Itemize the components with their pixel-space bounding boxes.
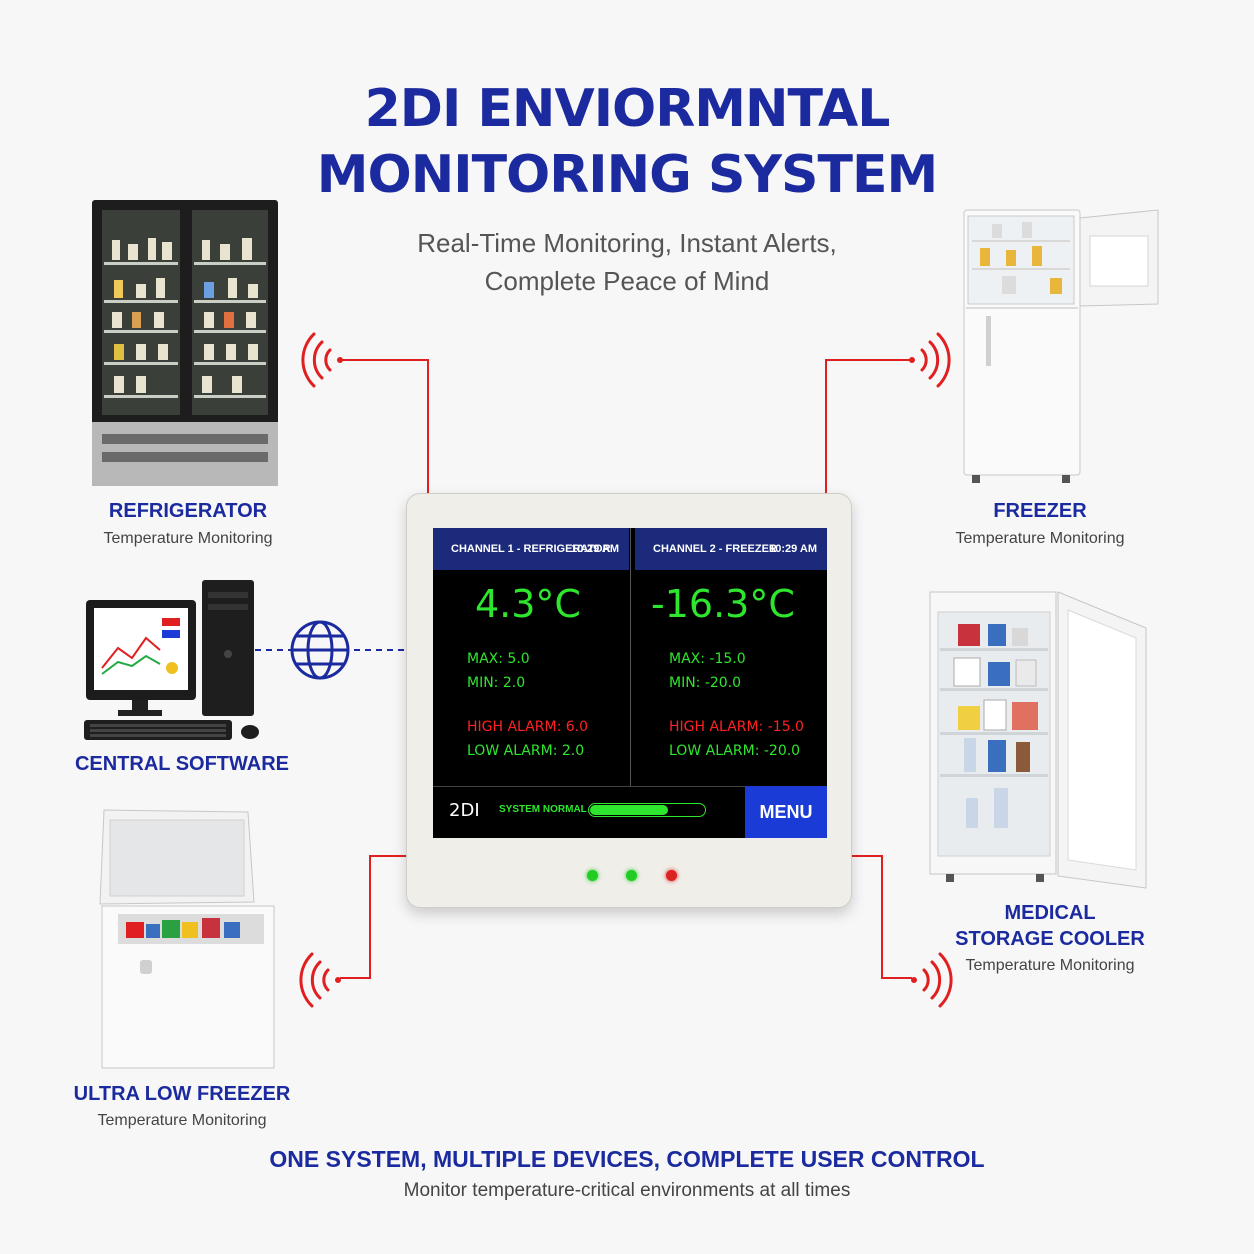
channel-divider (630, 528, 631, 786)
refrigerator-label: REFRIGERATOR (108, 500, 268, 522)
globe-icon (290, 620, 350, 680)
channel2-title: CHANNEL 2 - FREEZER (653, 543, 777, 555)
subtitle-line2: Complete Peace of Mind (484, 266, 770, 296)
ultra-low-freezer-image (99, 809, 275, 1069)
channel2-min: MIN: -20.0 (669, 675, 742, 691)
channel1-low-alarm: LOW ALARM: 2.0 (467, 743, 585, 759)
central-software-label: CENTRAL SOFTWARE (74, 753, 290, 775)
footer-tagline: Monitor temperature-critical environment… (403, 1180, 851, 1201)
freezer-image (963, 209, 1159, 483)
medical-label-line2: STORAGE COOLER (955, 928, 1145, 950)
menu-button[interactable]: MENU (745, 786, 827, 838)
ultra-freezer-sublabel: Temperature Monitoring (97, 1112, 267, 1129)
medical-label-line1: MEDICAL (1004, 902, 1096, 924)
channel2-low-alarm: LOW ALARM: -20.0 (669, 743, 801, 759)
status-led-green-2 (626, 870, 637, 881)
channel1-max: MAX: 5.0 (467, 651, 530, 667)
refrigerator-image (92, 200, 278, 486)
status-progress-bar (588, 803, 706, 817)
channel1-temperature: 4.3°C (475, 582, 581, 626)
freezer-label: FREEZER (993, 500, 1087, 522)
signal-icon-freezer (909, 332, 951, 388)
signal-icon-medical (911, 952, 953, 1008)
channel2-header: CHANNEL 2 - FREEZER 10:29 AM (635, 528, 827, 570)
line-freezer (825, 359, 910, 493)
brand-logo: 2DI (449, 800, 480, 821)
page-title-line2: MONITORING SYSTEM (316, 145, 938, 205)
status-progress-fill (590, 805, 668, 815)
channel1-high-alarm: HIGH ALARM: 6.0 (467, 719, 588, 735)
refrigerator-sublabel: Temperature Monitoring (103, 530, 273, 547)
channel2-temperature: -16.3°C (651, 582, 795, 626)
channel2-high-alarm: HIGH ALARM: -15.0 (669, 719, 804, 735)
channel1-min: MIN: 2.0 (467, 675, 526, 691)
line-refrigerator (340, 359, 429, 493)
line-ultra-freezer (340, 855, 406, 979)
subtitle-line1: Real-Time Monitoring, Instant Alerts, (417, 228, 837, 258)
medical-cooler-image (929, 591, 1147, 889)
signal-icon-refrigerator (301, 332, 343, 388)
status-led-green-1 (587, 870, 598, 881)
status-bar: 2DI SYSTEM NORMAL MENU (433, 786, 827, 838)
footer-headline: ONE SYSTEM, MULTIPLE DEVICES, COMPLETE U… (269, 1146, 985, 1172)
monitor-device: CHANNEL 1 - REFRIGERATOR 10:29 AM 4.3°C … (406, 493, 852, 908)
medical-sublabel: Temperature Monitoring (965, 957, 1135, 974)
channel1-title: CHANNEL 1 - REFRIGERATOR (451, 543, 611, 555)
channel1-time: 10:29 AM (571, 543, 619, 555)
ultra-freezer-label: ULTRA LOW FREEZER (73, 1083, 291, 1105)
freezer-sublabel: Temperature Monitoring (955, 530, 1125, 547)
page-title-line1: 2DI ENVIORMNTAL (364, 79, 891, 139)
channel2-time: 10:29 AM (769, 543, 817, 555)
system-status: SYSTEM NORMAL (499, 804, 587, 815)
channel2-max: MAX: -15.0 (669, 651, 746, 667)
monitor-screen: CHANNEL 1 - REFRIGERATOR 10:29 AM 4.3°C … (433, 528, 827, 838)
computer-image (84, 580, 259, 740)
status-led-red (666, 870, 677, 881)
channel1-header: CHANNEL 1 - REFRIGERATOR 10:29 AM (433, 528, 629, 570)
signal-icon-ultra-freezer (299, 952, 341, 1008)
line-medical (850, 855, 912, 979)
